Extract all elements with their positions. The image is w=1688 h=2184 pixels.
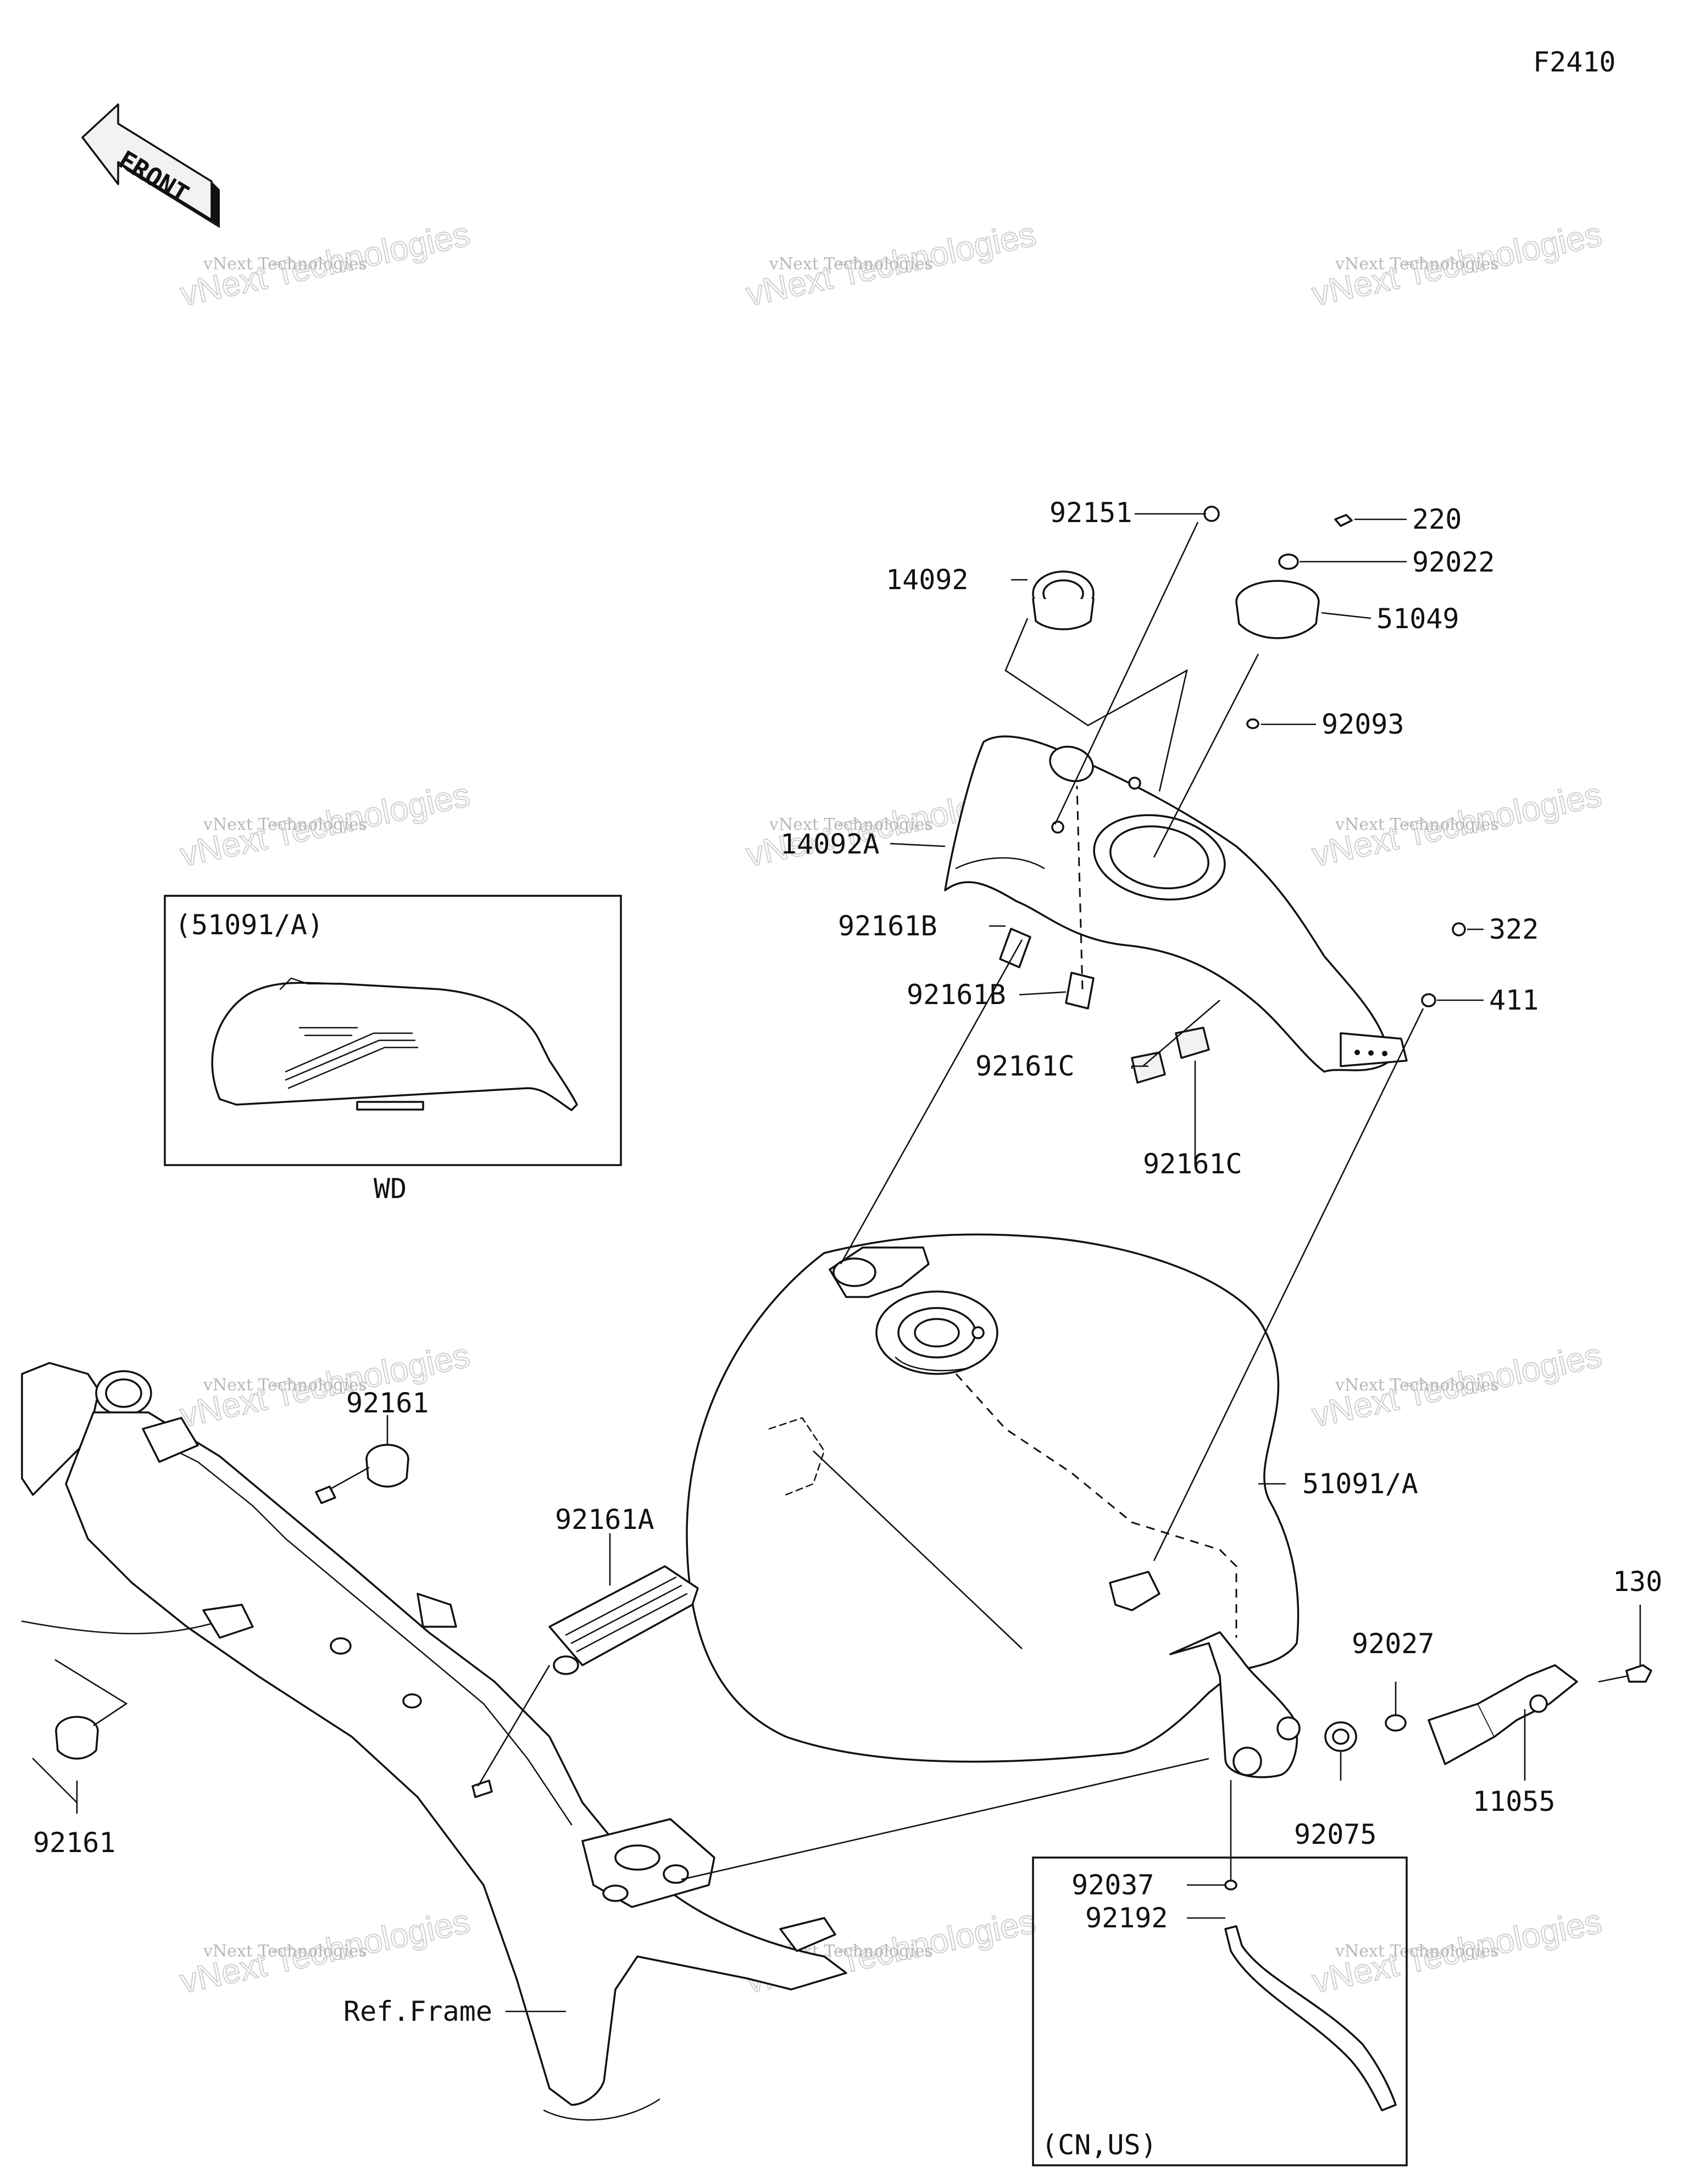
callout-92027: 92027 bbox=[1352, 1628, 1435, 1660]
watermark-text: vNext Technologies bbox=[203, 254, 367, 274]
watermark-text: vNext Technologies bbox=[203, 1376, 367, 1395]
watermark-text: vNext Technologies bbox=[1335, 815, 1499, 834]
inset-cnus: (CN,US) bbox=[1032, 1780, 1408, 2166]
callout-92192: 92192 bbox=[1085, 1902, 1168, 1934]
pad-92161A-part bbox=[548, 1565, 699, 1675]
grommet-92093 bbox=[1246, 718, 1259, 729]
callout-92161A: 92161A bbox=[555, 1504, 654, 1536]
callout-labels: 92151 14092 220 92022 51049 92093 14092A… bbox=[33, 497, 1662, 2027]
callout-92161C-2: 92161C bbox=[1143, 1148, 1242, 1180]
cover-rear-tab bbox=[1340, 1032, 1408, 1067]
pad-92161B-2 bbox=[1065, 972, 1095, 1010]
bolt-130 bbox=[1625, 1664, 1652, 1683]
bracket-11055-part bbox=[1428, 1664, 1578, 1765]
frame-bushing bbox=[614, 1844, 660, 1871]
watermark-text: vNext Technologies bbox=[1335, 1376, 1499, 1395]
watermark-text: vNext Technologies bbox=[769, 815, 933, 834]
callout-11055: 11055 bbox=[1473, 1786, 1556, 1817]
gauge-cap-part bbox=[1235, 580, 1320, 639]
callout-92161-bottom: 92161 bbox=[33, 1827, 116, 1859]
callout-92151: 92151 bbox=[1050, 497, 1132, 529]
pad-92161C-2 bbox=[1175, 1027, 1210, 1059]
washer-92022 bbox=[1278, 553, 1299, 570]
callout-130: 130 bbox=[1613, 1566, 1662, 1598]
diagram-code: F2410 bbox=[1533, 46, 1616, 78]
tank-rear-bracket bbox=[1169, 1631, 1298, 1778]
callout-92161B-1: 92161B bbox=[838, 910, 937, 942]
callout-92161-top: 92161 bbox=[346, 1387, 429, 1419]
gauge-ring-part bbox=[1032, 570, 1095, 630]
inset-cnus-caption: (CN,US) bbox=[1041, 2129, 1157, 2161]
tank-cover-part bbox=[944, 735, 1408, 1073]
callout-14092: 14092 bbox=[886, 564, 969, 596]
callout-411: 411 bbox=[1489, 984, 1539, 1016]
frame-part bbox=[21, 1362, 847, 2121]
watermark-text: vNext Technologies bbox=[203, 815, 367, 834]
clip-92037 bbox=[1224, 1880, 1237, 1891]
callout-322: 322 bbox=[1489, 913, 1539, 945]
pad-92161B-1 bbox=[999, 928, 1031, 968]
tank-filler-hole bbox=[832, 1257, 876, 1287]
inset-cnus-frame bbox=[1032, 1856, 1408, 2166]
tube-92192 bbox=[1224, 1925, 1397, 2111]
collar-92027 bbox=[1385, 1714, 1407, 1732]
callout-ref-frame: Ref.Frame bbox=[343, 1995, 492, 2027]
screw-220 bbox=[1334, 514, 1353, 527]
inset-wd: (51091/A) WD bbox=[164, 895, 622, 1205]
tank-rear-mount bbox=[1109, 1571, 1160, 1611]
callout-92161B-2: 92161B bbox=[907, 979, 1006, 1011]
watermark-text: vNext Technologies bbox=[1335, 254, 1499, 274]
washer-411 bbox=[1421, 993, 1436, 1007]
callout-92093: 92093 bbox=[1321, 708, 1404, 740]
screw-92151 bbox=[1203, 506, 1220, 522]
callout-92161C-1: 92161C bbox=[975, 1050, 1075, 1082]
fuel-tank-part bbox=[686, 1233, 1301, 1778]
pad-92161C-1 bbox=[1131, 1051, 1166, 1084]
damper-92161-top bbox=[315, 1444, 409, 1504]
callout-92037: 92037 bbox=[1071, 1869, 1154, 1901]
callout-14092A: 14092A bbox=[780, 828, 880, 860]
callout-220: 220 bbox=[1412, 503, 1462, 535]
tank-cover-shell bbox=[944, 735, 1391, 1073]
callout-92075: 92075 bbox=[1294, 1819, 1377, 1850]
damper-92161-bottom bbox=[55, 1716, 99, 1760]
inset-wd-header: (51091/A) bbox=[175, 909, 324, 941]
callout-51049: 51049 bbox=[1376, 603, 1459, 635]
callout-51091A: 51091/A bbox=[1302, 1468, 1418, 1500]
callout-92022: 92022 bbox=[1412, 546, 1495, 578]
inset-tank-badge bbox=[356, 1101, 424, 1111]
front-arrow-icon: FRONT bbox=[81, 103, 220, 228]
watermark-text: vNext Technologies bbox=[1335, 1942, 1499, 1961]
watermark-text: vNext Technologies bbox=[203, 1942, 367, 1961]
watermark-text: vNext Technologies bbox=[769, 254, 933, 274]
fuel-tank-body bbox=[686, 1233, 1300, 1763]
inset-tank-outline bbox=[211, 982, 578, 1111]
nut-322 bbox=[1452, 922, 1466, 936]
cover-hole-front bbox=[1049, 745, 1094, 783]
inset-wd-frame bbox=[164, 895, 622, 1166]
leader-lines bbox=[54, 513, 1641, 2013]
inset-wd-caption: WD bbox=[374, 1173, 407, 1205]
